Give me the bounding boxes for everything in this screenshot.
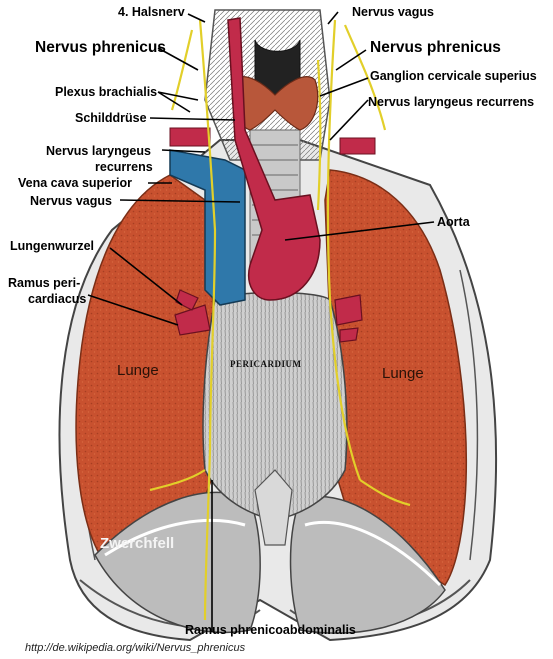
label-lunge-right: Lunge [382, 365, 424, 382]
label-lunge-left: Lunge [117, 362, 159, 379]
label-halsnerv: 4. Halsnerv [118, 5, 185, 19]
label-ganglion-cervicale: Ganglion cervicale superius [370, 69, 537, 83]
right-subclavian [340, 138, 375, 154]
label-nervus-vagus-left: Nervus vagus [30, 194, 112, 208]
label-lungenwurzel: Lungenwurzel [10, 239, 94, 253]
label-plexus-brachialis: Plexus brachialis [55, 85, 157, 99]
label-nervus-vagus-top: Nervus vagus [352, 5, 434, 19]
label-ramus-pericardiacus-2: cardiacus [28, 292, 86, 306]
label-schilddruese: Schilddrüse [75, 111, 147, 125]
label-nervus-laryngeus-recurrens-right: Nervus laryngeus recurrens [368, 95, 534, 109]
label-nervus-laryngeus-left: Nervus laryngeus [46, 144, 151, 158]
label-ramus-phrenicoabdominalis: Ramus phrenicoabdominalis [185, 623, 356, 637]
label-zwerchfell: Zwerchfell [100, 535, 174, 552]
left-subclavian [170, 128, 210, 146]
source-url: http://de.wikipedia.org/wiki/Nervus_phre… [25, 642, 246, 654]
label-ramus-pericardiacus-1: Ramus peri- [8, 276, 80, 290]
label-aorta: Aorta [437, 215, 471, 229]
label-nervus-phrenicus-right: Nervus phrenicus [370, 39, 501, 56]
label-recurrens-left: recurrens [95, 160, 153, 174]
label-nervus-phrenicus-left: Nervus phrenicus [35, 39, 166, 56]
label-vena-cava-superior: Vena cava superior [18, 176, 132, 190]
label-pericardium: PERICARDIUM [230, 359, 302, 369]
